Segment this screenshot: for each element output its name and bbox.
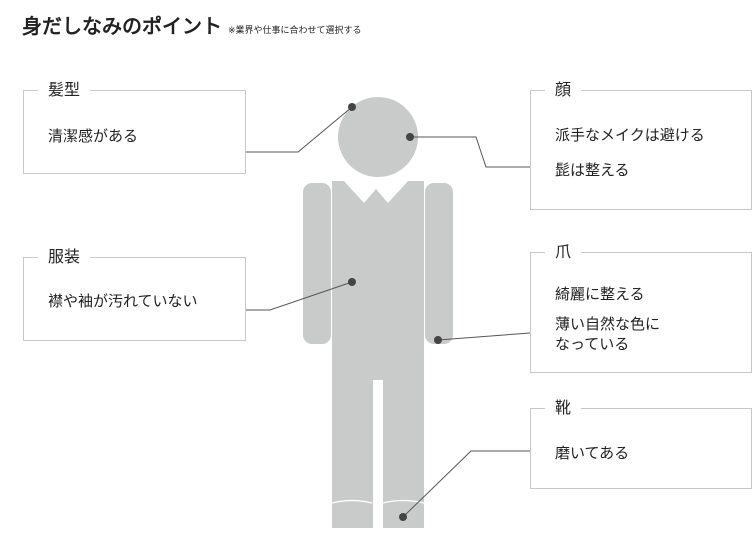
point-title: 髪型 — [38, 80, 91, 100]
point-text: 磨いてある — [555, 444, 630, 462]
point-dot-clothing — [348, 278, 356, 286]
point-text: なっている — [555, 335, 630, 353]
connector-hair — [245, 106, 353, 153]
point-box-clothing: 服装 襟や袖が汚れていない — [23, 247, 246, 341]
page-title: 身だしなみのポイント ※業界や仕事に合わせて選択する — [22, 10, 362, 39]
connector-clothing — [245, 281, 353, 311]
point-dot-hair — [348, 103, 356, 111]
figure-left-arm — [303, 183, 331, 344]
connector-face — [410, 136, 530, 168]
connector-lines — [245, 106, 531, 518]
figure-torso-legs — [332, 181, 424, 528]
figure-body — [303, 97, 453, 528]
title-text: 身だしなみのポイント — [22, 14, 222, 38]
point-title: 顔 — [545, 80, 582, 100]
point-title: 服装 — [38, 247, 91, 267]
point-box-face: 顔 派手なメイクは避ける 髭は整える — [530, 80, 752, 210]
point-title: 爪 — [545, 242, 582, 262]
point-text: 襟や袖が汚れていない — [48, 292, 198, 310]
connector-shoes — [402, 450, 530, 518]
point-dot-face — [406, 133, 414, 141]
point-text: 綺麗に整える — [555, 285, 645, 303]
title-note: ※業界や仕事に合わせて選択する — [228, 26, 362, 36]
shoe-lines — [331, 499, 425, 504]
point-title: 靴 — [545, 398, 582, 418]
point-box-nails: 爪 綺麗に整える 薄い自然な色に なっている — [530, 242, 752, 373]
point-text: 清潔感がある — [48, 127, 139, 145]
point-dot-nails — [434, 336, 442, 344]
point-box-hair: 髪型 清潔感がある — [23, 80, 246, 174]
figure-head — [338, 97, 418, 177]
connector-nails — [437, 332, 531, 341]
point-text: 薄い自然な色に — [555, 315, 661, 333]
point-text: 派手なメイクは避ける — [555, 126, 705, 144]
point-box-shoes: 靴 磨いてある — [530, 398, 752, 489]
point-text: 髭は整える — [555, 161, 630, 179]
point-dot-shoes — [399, 513, 407, 521]
figure-right-arm — [425, 183, 453, 344]
